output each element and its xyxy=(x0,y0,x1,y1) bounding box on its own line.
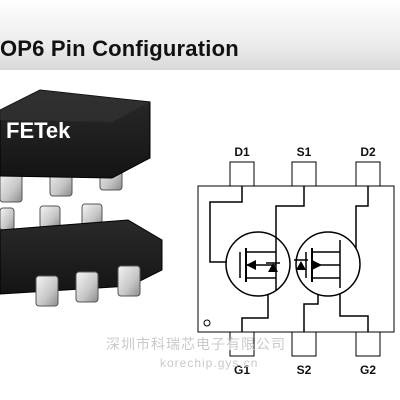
pin-pad-d1 xyxy=(229,161,255,187)
lead-mid-2 xyxy=(39,205,61,229)
pin-label-s1: S1 xyxy=(297,145,312,159)
watermark-company: 深圳市科瑞芯电子有限公司 xyxy=(106,336,286,352)
pin-pad-g1 xyxy=(229,331,255,357)
package-illustration: FETek xyxy=(0,89,163,307)
mosfet-1-symbol xyxy=(225,231,291,297)
lead-front-2 xyxy=(75,271,99,303)
pin-label-g1: G1 xyxy=(234,363,250,377)
lead-mid-1 xyxy=(0,207,15,231)
pin-label-g2: G2 xyxy=(360,363,376,377)
mosfet-2-symbol xyxy=(294,231,361,297)
pin-pad-s2 xyxy=(291,331,317,357)
pin-pad-g2 xyxy=(355,331,381,357)
lead-front-1 xyxy=(35,275,59,307)
pin-pad-s1 xyxy=(291,161,317,187)
brand-marking: FETek xyxy=(6,118,71,143)
header-band: OP6 Pin Configuration xyxy=(0,0,400,70)
pin-label-d2: D2 xyxy=(360,145,376,159)
pin-label-s2: S2 xyxy=(297,363,312,377)
pin1-marker xyxy=(203,319,211,327)
pin-pad-d2 xyxy=(355,161,381,187)
pin-label-d1: D1 xyxy=(234,145,250,159)
watermark-site: korechip.gys.cn xyxy=(160,356,259,370)
lead-front-3 xyxy=(117,265,141,297)
internal-wiring xyxy=(209,186,369,332)
page-title: OP6 Pin Configuration xyxy=(0,36,239,61)
pin-schematic: D1 S1 D2 G1 S2 G2 xyxy=(197,145,395,377)
